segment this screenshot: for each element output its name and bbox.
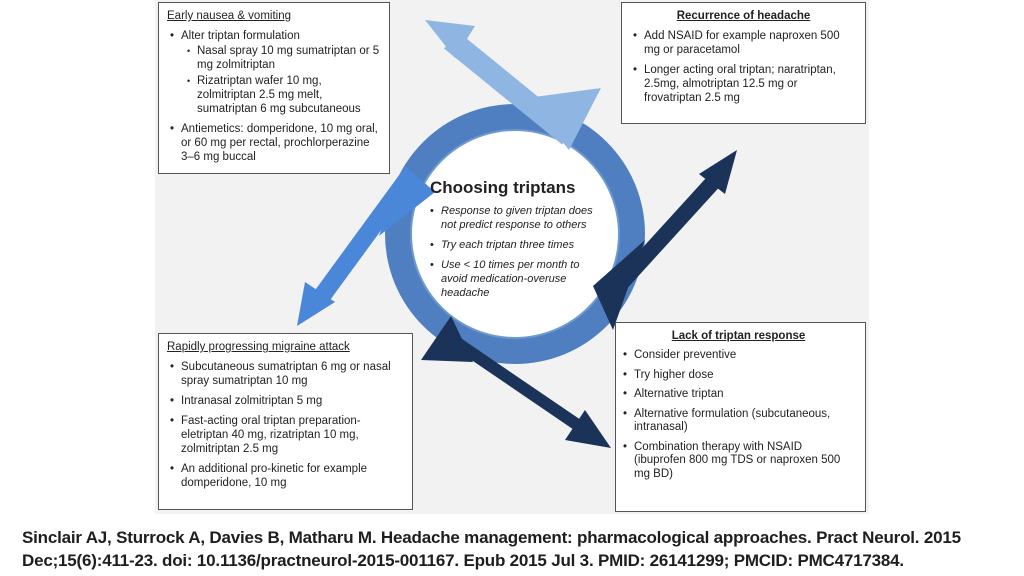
list-item: Fast-acting oral triptan preparation-ele… bbox=[170, 414, 404, 456]
box-recurrence: Recurrence of headache Add NSAID for exa… bbox=[621, 2, 866, 124]
box-lack-of-response: Lack of triptan response Consider preven… bbox=[615, 322, 866, 512]
box-rapid-attack: Rapidly progressing migraine attack Subc… bbox=[158, 333, 413, 510]
list-item: Alternative triptan bbox=[623, 388, 857, 402]
list-item: Subcutaneous sumatriptan 6 mg or nasal s… bbox=[170, 360, 404, 388]
sub-item: Rizatriptan wafer 10 mg, zolmitriptan 2.… bbox=[187, 74, 381, 116]
box-title: Rapidly progressing migraine attack bbox=[167, 341, 350, 353]
arrow-to-early-nausea bbox=[425, 20, 576, 145]
list-item: Intranasal zolmitriptan 5 mg bbox=[170, 394, 404, 408]
item-text: Alter triptan formulation bbox=[181, 30, 300, 42]
list-item: Alternative formulation (subcutaneous, i… bbox=[623, 408, 857, 435]
arrow-tail-nausea bbox=[379, 166, 435, 236]
box-title: Recurrence of headache bbox=[676, 10, 811, 22]
center-panel: Choosing triptans Response to given trip… bbox=[427, 178, 603, 306]
box-early-nausea: Early nausea & vomiting Alter triptan fo… bbox=[158, 2, 390, 174]
arrow-to-recurrence bbox=[607, 150, 737, 298]
arrow-to-rapid-attack bbox=[297, 168, 419, 326]
sub-list: Nasal spray 10 mg sumatriptan or 5 mg zo… bbox=[181, 44, 381, 116]
sub-item: Nasal spray 10 mg sumatriptan or 5 mg zo… bbox=[187, 44, 381, 72]
list-item: Antiemetics: domperidone, 10 mg oral, or… bbox=[170, 122, 381, 164]
list-item: Combination therapy with NSAID (ibuprofe… bbox=[623, 441, 857, 482]
treatment-diagram: Early nausea & vomiting Alter triptan fo… bbox=[155, 0, 869, 514]
center-item: Try each triptan three times bbox=[430, 238, 603, 252]
item-list: Add NSAID for example naproxen 500 mg or… bbox=[630, 29, 857, 105]
list-item: Longer acting oral triptan; naratriptan,… bbox=[633, 63, 857, 105]
center-item: Use < 10 times per month to avoid medica… bbox=[430, 258, 603, 300]
center-title: Choosing triptans bbox=[430, 178, 576, 197]
list-item: Alter triptan formulation Nasal spray 10… bbox=[170, 29, 381, 116]
citation-caption: Sinclair AJ, Sturrock A, Davies B, Matha… bbox=[22, 528, 961, 570]
item-list: Consider preventive Try higher dose Alte… bbox=[620, 349, 857, 481]
center-list: Response to given triptan does not predi… bbox=[427, 204, 603, 300]
box-title: Lack of triptan response bbox=[671, 330, 806, 342]
center-item: Response to given triptan does not predi… bbox=[430, 204, 603, 232]
list-item: Consider preventive bbox=[623, 349, 857, 363]
box-title: Early nausea & vomiting bbox=[167, 10, 292, 22]
list-item: An additional pro-kinetic for example do… bbox=[170, 462, 404, 490]
list-item: Add NSAID for example naproxen 500 mg or… bbox=[633, 29, 857, 57]
arrow-to-lack-of-response bbox=[443, 331, 611, 448]
item-list: Alter triptan formulation Nasal spray 10… bbox=[167, 29, 381, 164]
item-list: Subcutaneous sumatriptan 6 mg or nasal s… bbox=[167, 360, 404, 490]
list-item: Try higher dose bbox=[623, 369, 857, 383]
